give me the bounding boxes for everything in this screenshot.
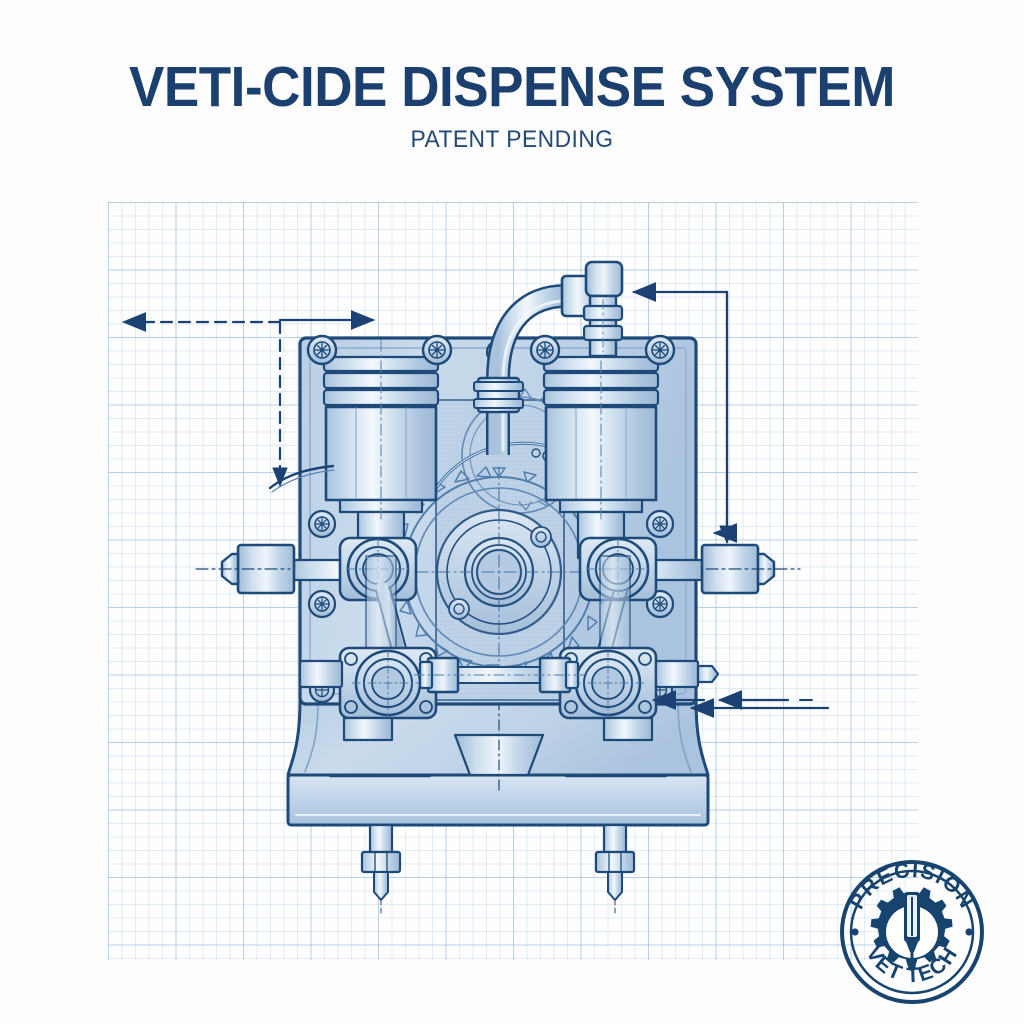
logo-left-dot	[851, 928, 859, 936]
page-subtitle: PATENT PENDING	[410, 126, 614, 154]
logo-outer-ring	[840, 860, 984, 1004]
precision-vet-tech-logo: PRECISION VET TECH	[840, 859, 984, 1004]
graph-paper-sheet	[108, 202, 918, 960]
gear-with-syringe-icon	[870, 887, 953, 971]
logo-right-dot	[965, 928, 973, 936]
logo-inner-ring	[849, 869, 975, 995]
title-block: VETI-CIDE DISPENSE SYSTEM PATENT PENDING	[0, 58, 1024, 154]
page-title: VETI-CIDE DISPENSE SYSTEM	[128, 55, 896, 119]
